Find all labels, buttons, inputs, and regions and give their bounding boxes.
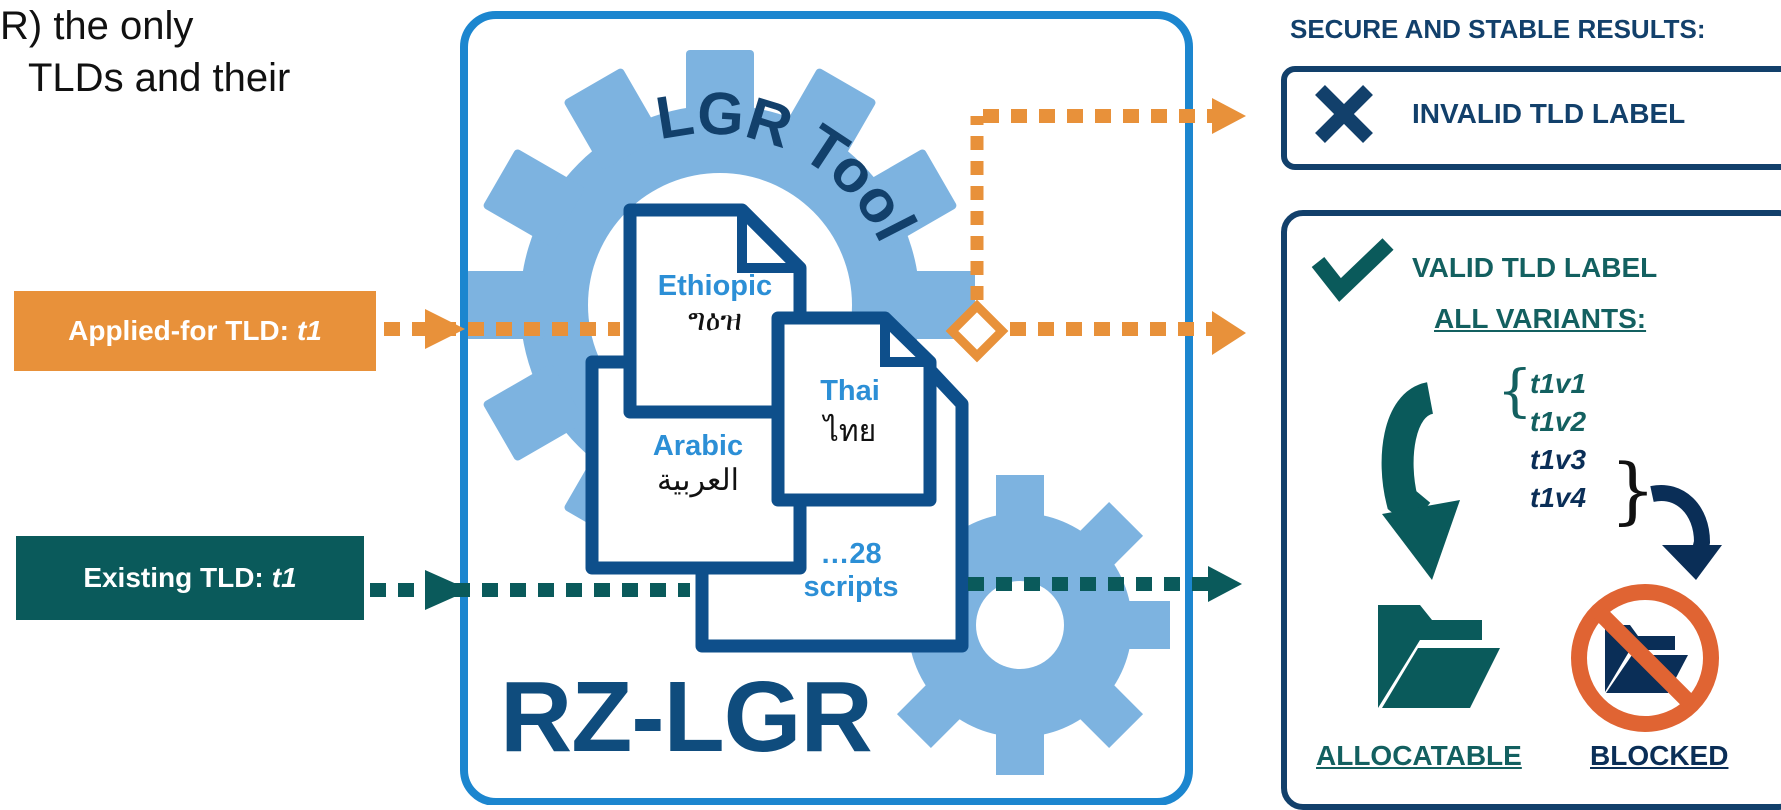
doc-count-suffix: scripts bbox=[803, 571, 899, 603]
doc-script-native: ግዕዝ bbox=[688, 303, 742, 338]
applied-tld-box: Applied-for TLD:t1 bbox=[14, 291, 376, 371]
blocked-folder-icon bbox=[1571, 584, 1719, 732]
variants-brace-left: { bbox=[1497, 359, 1533, 424]
intro-line-2: TLDs and their bbox=[28, 56, 291, 100]
invalid-label: INVALID TLD LABEL bbox=[1412, 98, 1686, 129]
folder-open-icon bbox=[1378, 605, 1500, 708]
curved-arrow-icon bbox=[1381, 382, 1460, 580]
variant-item: t1v4 bbox=[1530, 482, 1587, 513]
variant-item: t1v3 bbox=[1530, 444, 1587, 475]
x-icon bbox=[1315, 85, 1373, 143]
variants-brace-right: } bbox=[1610, 448, 1656, 532]
intro-line-1: R) the only bbox=[0, 4, 194, 48]
applied-flow-connector bbox=[384, 98, 1246, 355]
variant-item: t1v1 bbox=[1530, 368, 1587, 399]
doc-count: …28 bbox=[820, 538, 882, 570]
existing-tld-label: Existing TLD: bbox=[83, 562, 264, 593]
allocatable-label: ALLOCATABLE bbox=[1316, 740, 1522, 771]
existing-flow-connector bbox=[370, 566, 1242, 610]
doc-arabic: Arabic العربية bbox=[628, 430, 768, 498]
doc-ethiopic: Ethiopic ግዕዝ bbox=[640, 270, 790, 338]
blocked-label: BLOCKED bbox=[1590, 740, 1729, 771]
tool-title: RZ-LGR bbox=[500, 661, 873, 773]
variants-heading: ALL VARIANTS: bbox=[1434, 303, 1647, 334]
doc-script-name: Thai bbox=[820, 375, 880, 407]
doc-script-native: ไทย bbox=[823, 414, 877, 449]
existing-tld-var: t1 bbox=[271, 562, 297, 593]
variant-item: t1v2 bbox=[1530, 406, 1587, 437]
applied-tld-var: t1 bbox=[296, 315, 322, 346]
doc-thai: Thai ไทย bbox=[790, 375, 910, 455]
checkmark-icon bbox=[1311, 238, 1394, 302]
applied-tld-label: Applied-for TLD: bbox=[68, 315, 289, 346]
invalid-result-box bbox=[1281, 66, 1781, 170]
valid-label: VALID TLD LABEL bbox=[1412, 252, 1658, 283]
curved-arrow-icon bbox=[1650, 485, 1722, 580]
decision-diamond bbox=[945, 299, 1009, 363]
document-icon bbox=[771, 311, 937, 507]
existing-tld-box: Existing TLD:t1 bbox=[16, 536, 364, 620]
results-heading: SECURE AND STABLE RESULTS: bbox=[1290, 14, 1706, 44]
doc-script-name: Arabic bbox=[652, 430, 744, 462]
tool-frame bbox=[460, 11, 1193, 805]
doc-script-name: Ethiopic bbox=[657, 270, 773, 302]
doc-more-scripts: …28 scripts bbox=[786, 538, 916, 604]
doc-script-native: العربية bbox=[657, 463, 739, 498]
